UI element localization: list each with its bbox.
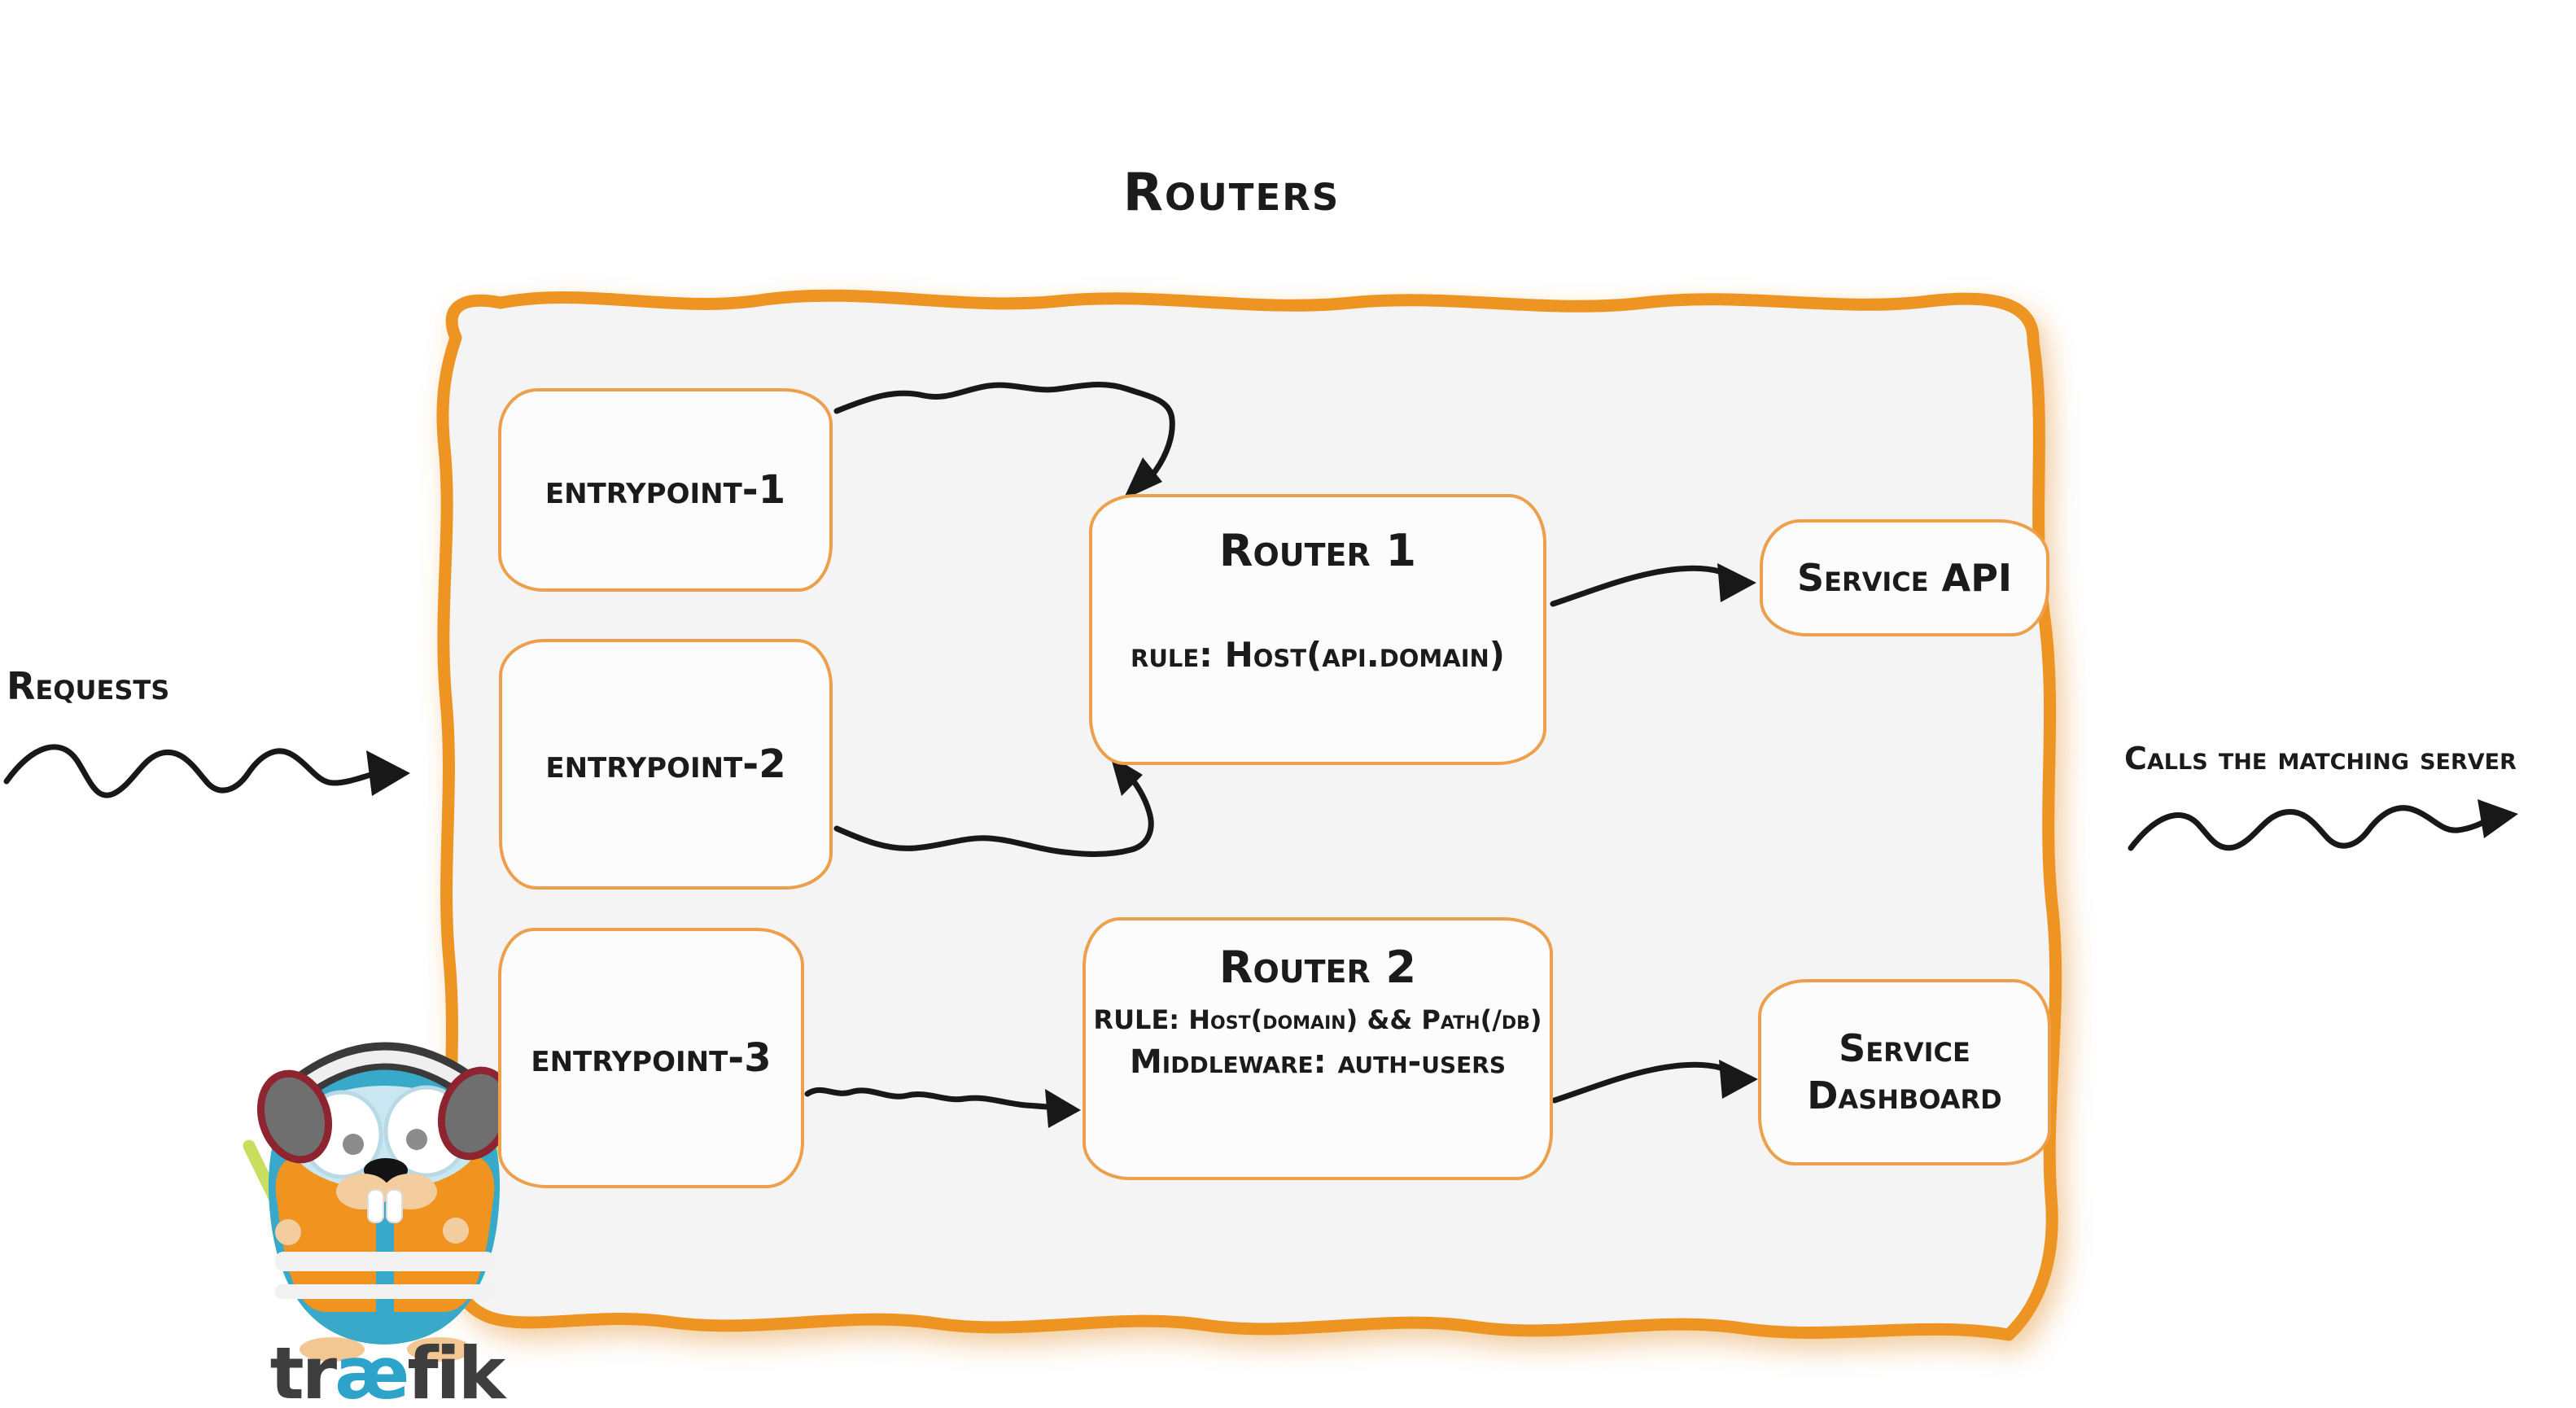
gopher-pupil-right (406, 1129, 427, 1150)
vest-stripe-bottom (275, 1284, 495, 1299)
entrypoint-2-box: entrypoint-2 (499, 639, 833, 890)
entrypoint3-router2-arrow (804, 1087, 1060, 1111)
entrypoint-3-label: entrypoint-3 (531, 1035, 772, 1081)
router-1-rule: rule: Host(api.domain) (1131, 635, 1505, 675)
entrypoint2-router1-arrow (833, 768, 1154, 857)
service-dashboard-box: Service Dashboard (1758, 979, 2051, 1165)
gopher-foot-right (407, 1337, 472, 1362)
router-1-title: Router 1 (1218, 525, 1417, 576)
logo-text-post: fik (407, 1331, 505, 1408)
router-2-middleware: Middleware: auth-users (1129, 1043, 1507, 1081)
headphone-cup-left (256, 1069, 333, 1164)
logo-text-ae: æ (335, 1331, 409, 1408)
gopher-tooth-right (386, 1189, 403, 1223)
entrypoint2-router1-arrowhead (1110, 755, 1143, 796)
entrypoint3-router2-arrowhead (1045, 1089, 1081, 1128)
router2-servicedashboard-arrowhead (1719, 1060, 1758, 1099)
gopher-foot-left (300, 1337, 365, 1362)
calls-arrow (2128, 805, 2495, 851)
router-2-rule: RULE: Host(domain) && Path(/db) (1093, 1004, 1542, 1035)
calls-label: Calls the matching server (2124, 741, 2517, 776)
service-api-label: Service API (1796, 556, 2013, 600)
requests-label: Requests (7, 664, 170, 708)
requests-arrowhead (366, 750, 410, 796)
entrypoint1-router1-arrowhead (1123, 457, 1162, 500)
entrypoint-2-label: entrypoint-2 (545, 741, 786, 787)
router-2-box: Router 2 RULE: Host(domain) && Path(/db)… (1082, 917, 1553, 1180)
logo-text-pre: tr (269, 1331, 337, 1408)
service-api-box: Service API (1760, 519, 2049, 636)
service-dashboard-label-line2: Dashboard (1807, 1073, 2002, 1117)
gopher-tooth-left (367, 1189, 384, 1223)
entrypoint-1-box: entrypoint-1 (498, 388, 833, 592)
entrypoint-1-label: entrypoint-1 (545, 467, 786, 513)
traefik-mascot (243, 1042, 514, 1362)
page-title: Routers (1122, 163, 1340, 223)
gopher-hand-left (275, 1219, 301, 1245)
entrypoint1-router1-arrow (833, 382, 1175, 493)
calls-arrowhead (2478, 799, 2518, 838)
vest-stripe-top (275, 1252, 495, 1271)
service-dashboard-label-line1: Service (1839, 1026, 1970, 1070)
traefik-logo-wordmark: træfik (236, 1331, 537, 1408)
requests-arrow (3, 744, 386, 798)
gopher-hand-right (443, 1218, 469, 1244)
gopher-pupil-left (343, 1134, 364, 1155)
entrypoint-3-box: entrypoint-3 (498, 928, 804, 1188)
router-2-title: Router 2 (1218, 942, 1417, 993)
router-1-box: Router 1 rule: Host(api.domain) (1089, 494, 1546, 765)
router1-serviceapi-arrowhead (1717, 563, 1756, 602)
